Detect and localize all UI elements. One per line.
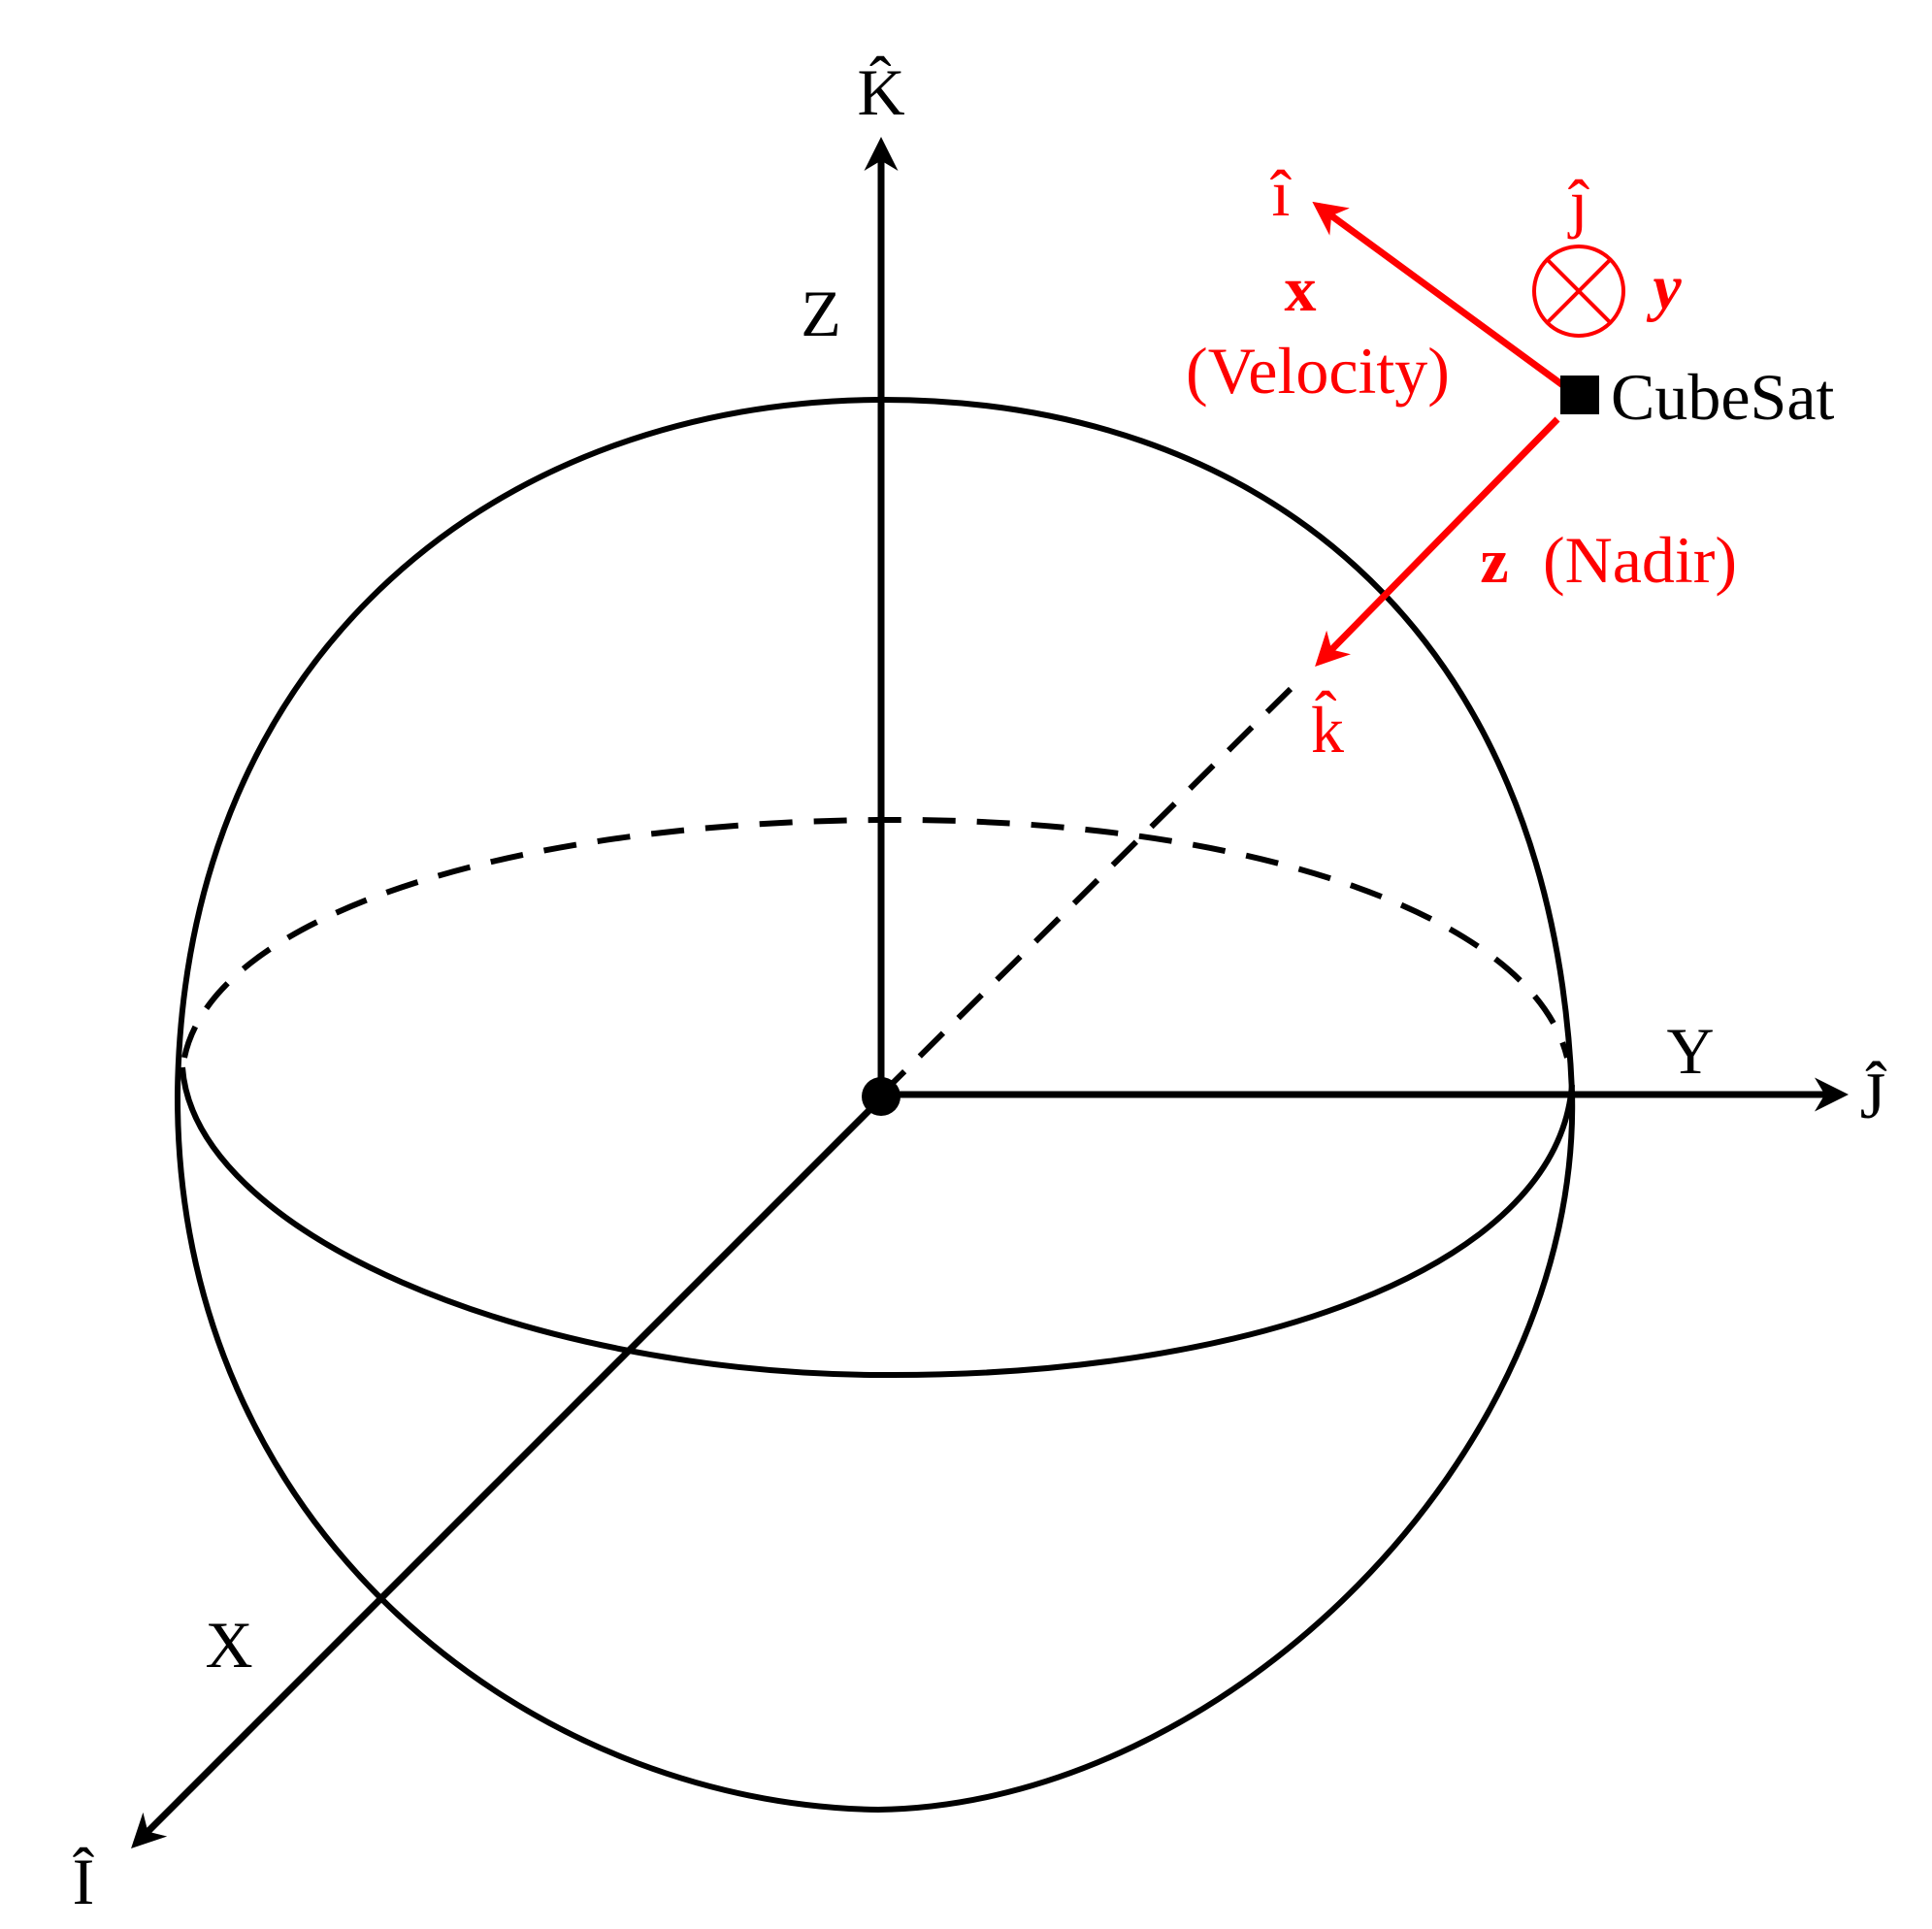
label-body-x-description: (Velocity): [1186, 334, 1450, 408]
nadir-line-of-sight-dashed: [878, 686, 1293, 1097]
label-z-axis: Z: [801, 277, 841, 350]
into-page-circled-x-icon: [1532, 245, 1625, 338]
x-axis-line: [131, 1095, 884, 1848]
label-body-z-unit-vector: k̂: [1311, 691, 1344, 767]
label-y-unit-vector: Ĵ: [1860, 1059, 1887, 1132]
label-z-unit-vector: K̂: [857, 55, 904, 129]
label-body-z-description: (Nadir): [1543, 523, 1737, 597]
body-z-axis-line: [1315, 416, 1560, 667]
body-x-axis-line: [1312, 201, 1567, 389]
label-body-z-axis: z: [1480, 526, 1508, 597]
label-body-x-axis: x: [1285, 254, 1317, 325]
label-body-x-unit-vector: î: [1270, 156, 1293, 230]
label-x-unit-vector: Î: [73, 1845, 95, 1918]
label-body-y-axis: y: [1646, 252, 1682, 323]
label-x-axis: X: [205, 1608, 252, 1682]
label-body-y-unit-vector: ĵ: [1568, 166, 1590, 240]
equator-back-dashed: [181, 816, 1570, 1059]
cubesat-square-icon: [1560, 376, 1599, 414]
label-cubesat: CubeSat: [1611, 360, 1835, 434]
origin-dot-icon: [862, 1077, 901, 1116]
equator-front-solid: [180, 1066, 1575, 1379]
label-y-axis: Y: [1666, 1014, 1714, 1088]
